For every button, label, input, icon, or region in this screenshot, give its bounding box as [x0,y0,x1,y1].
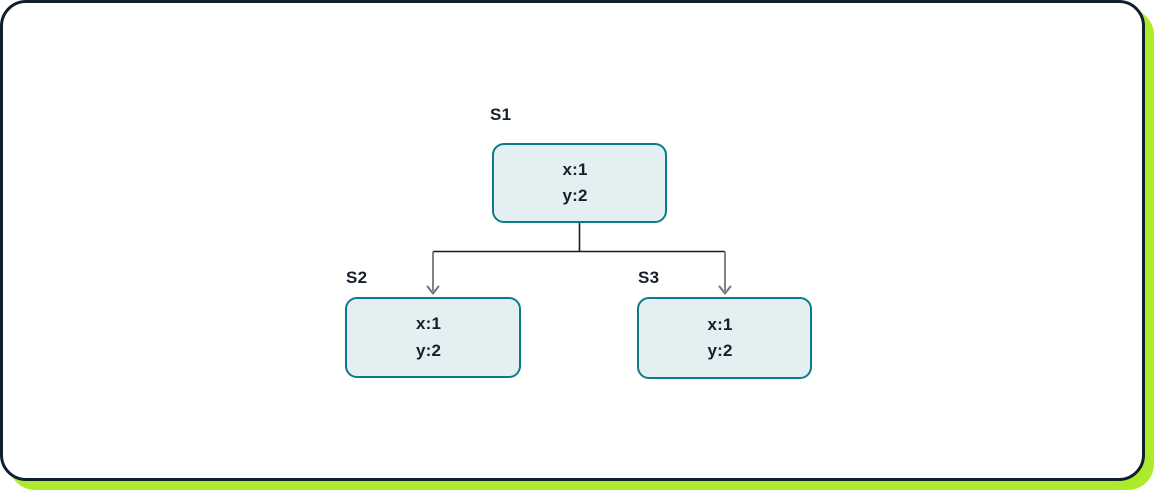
node-label-s2: S2 [346,268,368,287]
edge-layer [426,223,732,295]
node-s1[interactable]: x:1 y:2 [492,143,667,223]
diagram-canvas[interactable]: S1 x:1 y:2 S2 x:1 y:2 S3 x:1 y:2 [3,3,1148,484]
node-s3-line-x: x:1 [707,314,733,334]
node-s3[interactable]: x:1 y:2 [637,297,812,379]
node-label-s1: S1 [490,105,512,124]
arrowhead-s3 [718,285,732,295]
node-s2-line-x: x:1 [416,314,442,334]
node-s3-line-y: y:2 [707,341,733,360]
node-s1-line-x: x:1 [562,159,588,179]
node-s2[interactable]: x:1 y:2 [345,297,521,378]
diagram-card: S1 x:1 y:2 S2 x:1 y:2 S3 x:1 y:2 [0,0,1145,481]
node-label-s3: S3 [638,268,660,287]
node-s1-line-y: y:2 [562,186,588,205]
arrowhead-s2 [426,285,440,295]
node-s2-line-y: y:2 [416,340,442,360]
